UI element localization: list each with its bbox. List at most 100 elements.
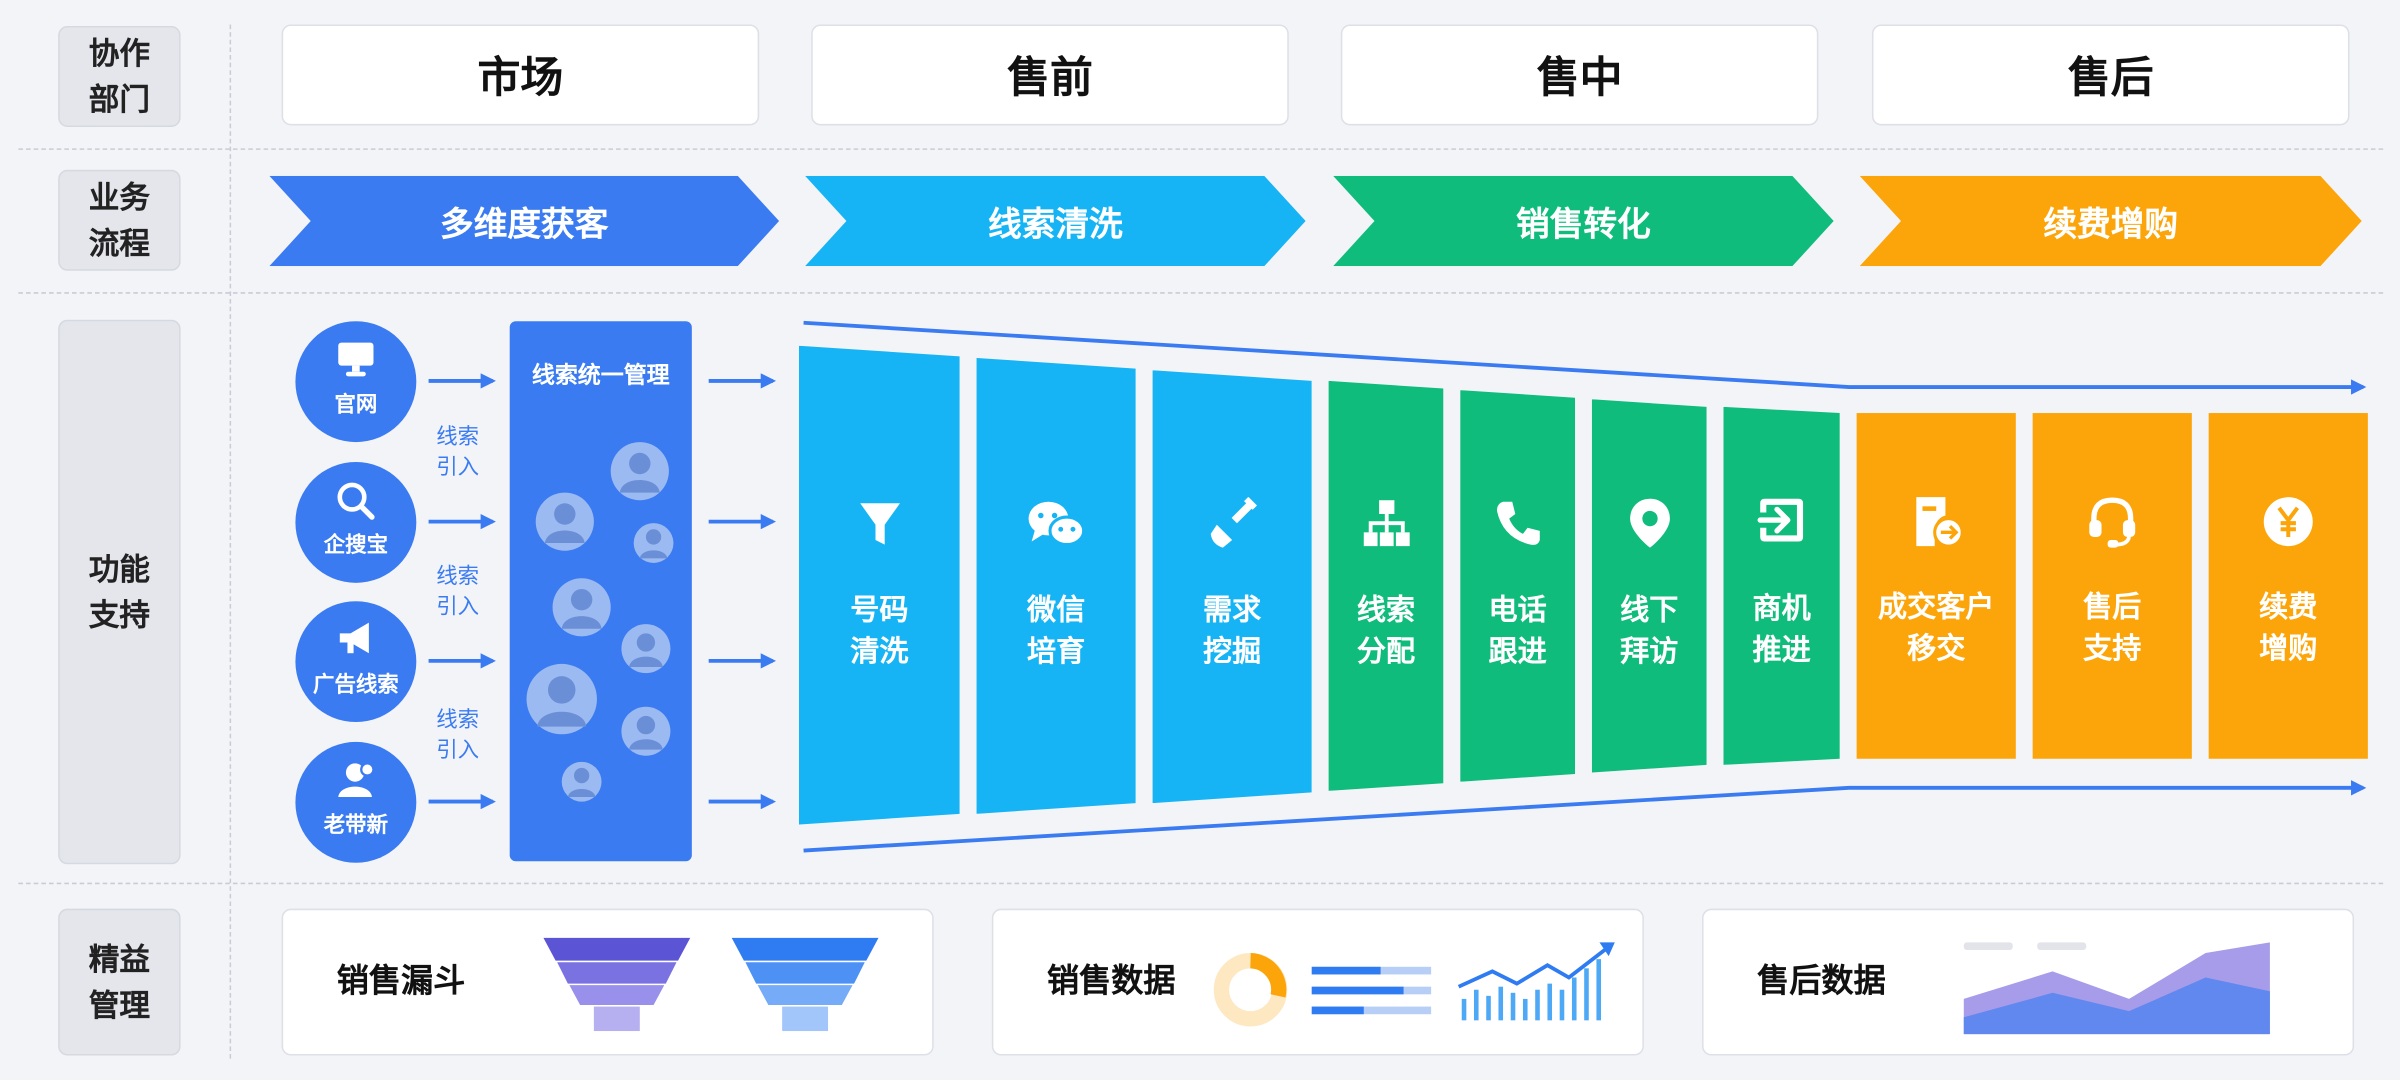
lean-card-aftersales-data: 售后数据 <box>1702 908 2355 1056</box>
yen-coin-icon <box>2263 497 2313 547</box>
row-label-line: 精益 <box>88 940 150 978</box>
function-col-line: 售后 <box>2083 590 2142 625</box>
function-col-line: 拜访 <box>1620 634 1679 669</box>
source-referral: 老带新 <box>295 741 417 863</box>
source-intro-label: 线索引入 <box>429 422 487 483</box>
process-step-convert: 销售转化 <box>1333 175 1834 267</box>
transfer-doc-icon <box>1916 497 1964 548</box>
intro-line: 线索 <box>436 708 480 733</box>
lean-card-sales-funnel: 销售漏斗 <box>281 908 934 1056</box>
row-divider <box>18 292 2384 294</box>
source-qisoubao: 企搜宝 <box>295 461 417 583</box>
intro-line: 引入 <box>436 455 480 481</box>
function-col-line: 清洗 <box>850 634 909 669</box>
function-col-line: 商机 <box>1752 592 1811 626</box>
function-col-line: 线下 <box>1620 593 1679 628</box>
row-divider <box>18 148 2384 150</box>
department-insales: 售中 <box>1340 24 1819 126</box>
function-col-line: 电话 <box>1488 593 1547 628</box>
row-label-function: 功能支持 <box>58 319 181 865</box>
lean-card-title: 销售漏斗 <box>336 962 466 999</box>
sales-data-illustration <box>1213 942 1615 1027</box>
process-step-acquire: 多维度获客 <box>269 175 780 267</box>
function-col-renew: 续费增购 <box>2208 413 2368 759</box>
wechat-icon <box>1028 501 1086 547</box>
row-label-line: 支持 <box>88 596 150 634</box>
process-step-label: 续费增购 <box>2043 205 2179 244</box>
org-chart-icon <box>1363 500 1409 547</box>
function-col-line: 需求 <box>1203 593 1262 628</box>
row-label-line: 管理 <box>88 986 150 1024</box>
avatar-group <box>526 442 674 802</box>
funnel-icon <box>859 503 900 545</box>
department-presales: 售前 <box>811 24 1289 126</box>
megaphone-icon <box>339 622 369 654</box>
row-label-line: 流程 <box>88 224 150 262</box>
function-col-line: 线索 <box>1356 593 1416 628</box>
phone-icon <box>1496 501 1540 545</box>
process-step-label: 多维度获客 <box>440 205 609 244</box>
function-col-line: 挖掘 <box>1203 634 1262 669</box>
search-icon <box>337 482 375 520</box>
function-col-visit: 线下拜访 <box>1591 399 1707 773</box>
process-step-clean: 线索清洗 <box>805 175 1306 267</box>
funnel-illustration <box>543 937 879 1032</box>
source-label: 老带新 <box>323 813 389 839</box>
source-website: 官网 <box>295 321 417 443</box>
row-label-process: 业务流程 <box>58 169 181 271</box>
row-label-lean: 精益管理 <box>58 908 181 1056</box>
row-label-line: 功能 <box>88 550 150 588</box>
source-intro-label: 线索引入 <box>429 561 487 622</box>
function-col-number-clean: 号码清洗 <box>798 345 960 825</box>
intro-line: 线索 <box>436 564 480 589</box>
forward-arrow-icon <box>1757 498 1804 542</box>
function-col-line: 微信 <box>1027 593 1086 628</box>
intro-line: 引入 <box>436 738 480 764</box>
process-step-renew: 续费增购 <box>1859 175 2362 267</box>
lead-hub: 线索统一管理 <box>509 321 692 862</box>
headset-icon <box>2089 497 2136 548</box>
row-divider <box>18 882 2384 885</box>
function-col-opportunity: 商机推进 <box>1723 406 1840 765</box>
function-col-line: 号码 <box>850 593 909 628</box>
department-market: 市场 <box>281 24 760 126</box>
funnel-bottom-line <box>803 780 2367 853</box>
source-label: 企搜宝 <box>323 533 389 559</box>
intro-line: 引入 <box>436 595 480 620</box>
row-label-line: 协作 <box>88 35 150 72</box>
function-col-phone: 电话跟进 <box>1460 390 1575 782</box>
lean-card-title: 销售数据 <box>1046 962 1176 999</box>
function-col-handover: 成交客户移交 <box>1856 413 2016 759</box>
function-col-support: 售后支持 <box>2032 413 2192 759</box>
lean-card-title: 售后数据 <box>1757 962 1886 999</box>
vertical-divider <box>229 24 232 1059</box>
function-col-line: 分配 <box>1356 634 1416 669</box>
function-col-line: 成交客户 <box>1878 590 1995 625</box>
source-ads: 广告线索 <box>295 601 417 723</box>
funnel-top-line <box>803 320 2367 395</box>
row-label-collab: 协作部门 <box>58 26 181 127</box>
source-intro-label: 线索引入 <box>429 705 487 766</box>
source-label: 广告线索 <box>313 673 399 698</box>
process-step-label: 线索清洗 <box>987 205 1123 244</box>
shovel-icon <box>1210 497 1258 548</box>
intro-line: 线索 <box>436 425 480 450</box>
lean-card-sales-data: 销售数据 <box>991 908 1644 1056</box>
function-col-line: 支持 <box>2083 631 2142 666</box>
function-col-line: 推进 <box>1752 633 1811 667</box>
department-aftersales: 售后 <box>1871 24 2350 126</box>
user-add-icon <box>338 762 375 797</box>
function-col-demand: 需求挖掘 <box>1152 370 1312 804</box>
row-label-line: 部门 <box>88 81 150 118</box>
row-label-line: 业务 <box>88 178 150 216</box>
aftersales-area-illustration <box>1963 942 2270 1035</box>
function-col-line: 培育 <box>1027 634 1086 669</box>
function-col-line: 续费 <box>2259 590 2318 625</box>
function-col-line: 跟进 <box>1488 634 1547 669</box>
source-label: 官网 <box>334 393 378 418</box>
function-col-wechat: 微信培育 <box>976 357 1136 814</box>
function-col-line: 移交 <box>1907 631 1966 666</box>
monitor-icon <box>338 342 374 377</box>
